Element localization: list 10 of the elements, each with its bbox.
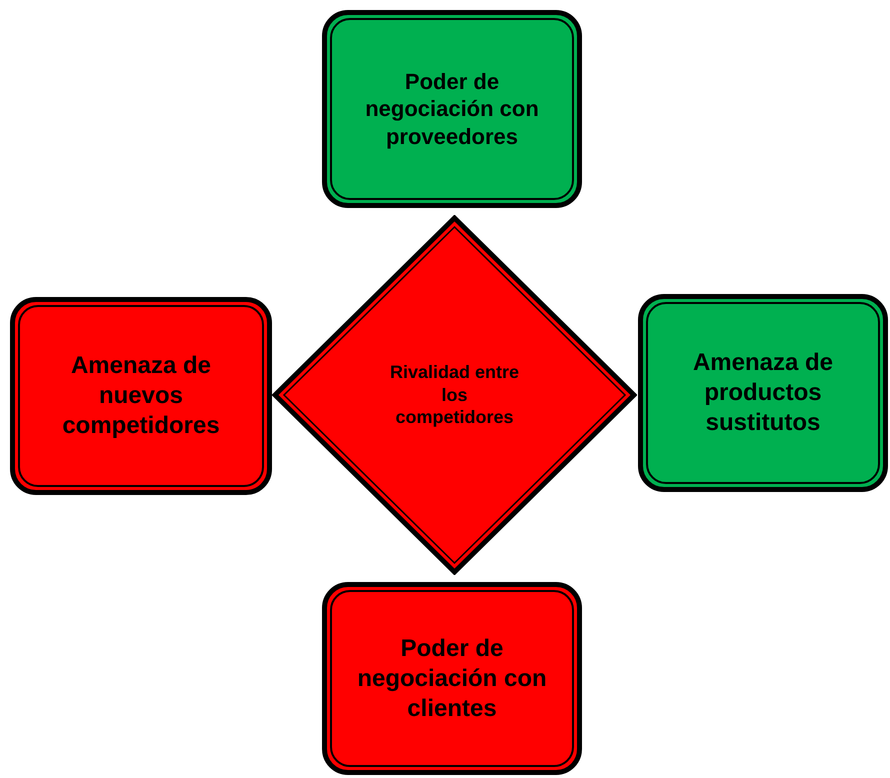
node-label: Poder de negociación con clientes xyxy=(357,634,547,724)
decision-diamond xyxy=(272,215,637,575)
rounded-box xyxy=(10,297,272,495)
node-label: Amenaza de productos sustitutos xyxy=(692,348,834,438)
node-label: Poder de negociación con proveedores xyxy=(364,68,540,150)
rounded-box xyxy=(322,10,582,208)
rounded-box xyxy=(638,294,888,492)
node-label: Rivalidad entre los competidores xyxy=(390,361,520,429)
node-label: Amenaza de nuevos competidores xyxy=(61,351,221,441)
rounded-box xyxy=(322,582,582,775)
